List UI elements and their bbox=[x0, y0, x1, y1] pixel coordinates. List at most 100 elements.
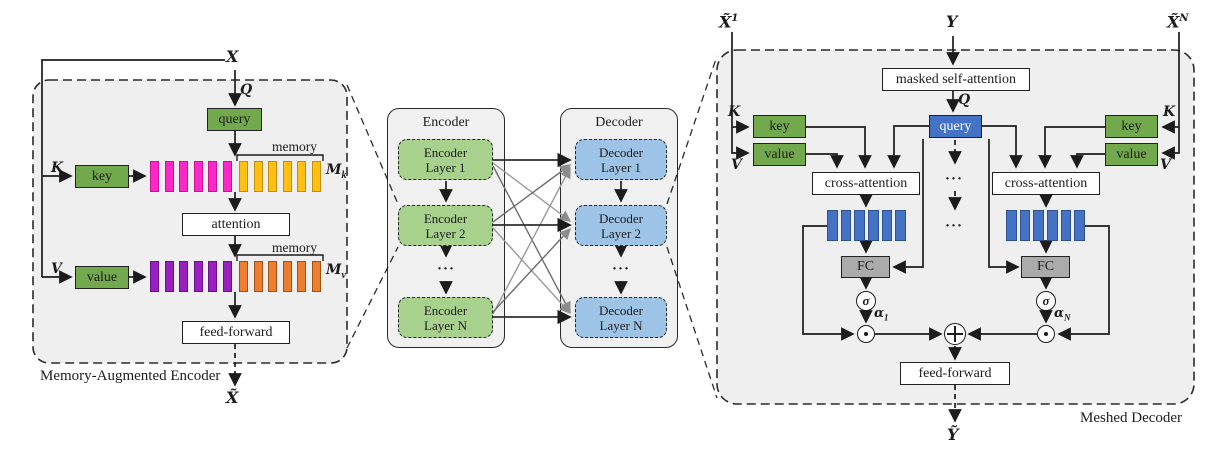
right-attended-bars bbox=[1006, 210, 1085, 241]
decoder-stack-ellipsis: ··· bbox=[612, 261, 631, 277]
zoom-connector-lines bbox=[346, 55, 718, 399]
layer-label: Encoder bbox=[423, 144, 468, 160]
memory-bar bbox=[268, 161, 278, 192]
encoder-v-label: V bbox=[51, 261, 62, 277]
memory-k-symbol: Mk bbox=[326, 163, 347, 181]
right-sigma-node: σ bbox=[1036, 291, 1056, 311]
layer-label: Layer 2 bbox=[600, 225, 642, 241]
feature-bar bbox=[222, 161, 232, 192]
encoder-panel-wiring bbox=[41, 59, 324, 387]
encoder-k-label: K bbox=[51, 160, 64, 176]
right-cross-attention-box: cross-attention bbox=[992, 172, 1100, 195]
dot-icon bbox=[864, 332, 868, 336]
feature-bar bbox=[208, 161, 218, 192]
feature-bar bbox=[868, 210, 879, 241]
memory-bar bbox=[268, 261, 278, 292]
decoder-xn-label: X̃N bbox=[1167, 14, 1189, 30]
dot-icon bbox=[1044, 332, 1048, 336]
plus-icon bbox=[954, 326, 956, 342]
decoder-feedforward-box: feed-forward bbox=[900, 362, 1010, 385]
left-attended-bars bbox=[827, 210, 906, 241]
center-ellipsis-upper: ··· bbox=[945, 171, 964, 187]
stack-internal-arrows bbox=[439, 181, 628, 295]
alpha-sub: N bbox=[1064, 312, 1071, 323]
key-feature-bars bbox=[150, 161, 232, 192]
alpha-base: α bbox=[874, 306, 885, 321]
alpha-sub: 1 bbox=[884, 312, 889, 323]
mesh-connections bbox=[492, 152, 572, 325]
xn-sup: N bbox=[1179, 13, 1189, 24]
encoder-stack-ellipsis: ··· bbox=[437, 261, 456, 277]
layer-label: Decoder bbox=[598, 210, 644, 226]
right-product-node bbox=[1037, 325, 1055, 343]
sum-node bbox=[944, 323, 966, 345]
encoder-stack-title: Encoder bbox=[422, 115, 470, 130]
feature-bar bbox=[827, 210, 838, 241]
feature-bar bbox=[179, 261, 189, 292]
layer-label: Encoder bbox=[423, 302, 468, 318]
mk-base: M bbox=[326, 162, 342, 178]
encoder-attention-box: attention bbox=[182, 213, 290, 236]
left-fc-box: FC bbox=[841, 256, 890, 278]
masked-self-attention-box: masked self-attention bbox=[882, 68, 1030, 91]
right-key-box: key bbox=[1105, 115, 1158, 138]
feature-bar bbox=[854, 210, 865, 241]
feature-bar bbox=[150, 261, 159, 292]
right-v-label: V bbox=[1160, 157, 1171, 173]
left-value-box: value bbox=[753, 143, 806, 166]
left-k-label: K bbox=[728, 104, 741, 120]
x1-sup: 1 bbox=[731, 13, 739, 24]
decoder-y-label: Y bbox=[946, 12, 958, 31]
layer-label: Decoder bbox=[598, 144, 644, 160]
left-sigma-node: σ bbox=[856, 291, 876, 311]
feature-bar bbox=[193, 261, 203, 292]
encoder-panel-caption: Memory-Augmented Encoder bbox=[40, 368, 221, 384]
sigma-symbol: σ bbox=[1042, 293, 1050, 308]
left-cross-attention-box: cross-attention bbox=[812, 172, 920, 195]
encoder-output-label: X̃ bbox=[226, 388, 239, 407]
decoder-panel-wiring bbox=[731, 32, 1180, 423]
memory-bar bbox=[239, 261, 248, 292]
sigma-symbol: σ bbox=[862, 293, 870, 308]
left-product-node bbox=[857, 325, 875, 343]
layer-label: Decoder bbox=[598, 302, 644, 318]
feature-bar bbox=[881, 210, 893, 241]
decoder-output-label: Ỹ bbox=[947, 425, 959, 444]
key-memory-bars bbox=[239, 161, 321, 192]
memory-bar bbox=[282, 261, 292, 292]
memory-bar bbox=[311, 261, 321, 292]
feature-bar bbox=[840, 210, 852, 241]
value-feature-bars bbox=[150, 261, 232, 292]
feature-bar bbox=[1047, 210, 1058, 241]
encoder-query-box: query bbox=[207, 108, 262, 131]
x1-base: X̃ bbox=[719, 12, 732, 32]
feature-bar bbox=[1074, 210, 1085, 241]
encoder-feedforward-box: feed-forward bbox=[182, 321, 290, 344]
left-key-box: key bbox=[753, 115, 806, 138]
feature-bar bbox=[150, 161, 159, 192]
layer-label: Layer N bbox=[599, 317, 643, 333]
decoder-query-box: query bbox=[929, 115, 982, 138]
layer-label: Layer N bbox=[424, 317, 467, 333]
right-fc-box: FC bbox=[1021, 256, 1070, 278]
feature-bar bbox=[164, 161, 174, 192]
memory-bar bbox=[311, 161, 321, 192]
memory-bar bbox=[239, 161, 248, 192]
decoder-x1-label: X̃1 bbox=[719, 14, 738, 30]
encoder-value-box: value bbox=[75, 266, 129, 289]
memory-bar bbox=[253, 261, 263, 292]
decoder-q-label: Q bbox=[958, 92, 971, 108]
memory-bar bbox=[282, 161, 292, 192]
feature-bar bbox=[895, 210, 906, 241]
alphaN-label: αN bbox=[1054, 306, 1071, 323]
feature-bar bbox=[1060, 210, 1072, 241]
meshed-decoder-panel bbox=[716, 49, 1195, 405]
memory-bar bbox=[253, 161, 263, 192]
feature-bar bbox=[222, 261, 232, 292]
alpha1-label: α1 bbox=[874, 306, 889, 323]
layer-label: Layer 1 bbox=[600, 159, 642, 175]
memory-bar bbox=[297, 161, 307, 192]
layer-label: Layer 2 bbox=[425, 225, 466, 241]
